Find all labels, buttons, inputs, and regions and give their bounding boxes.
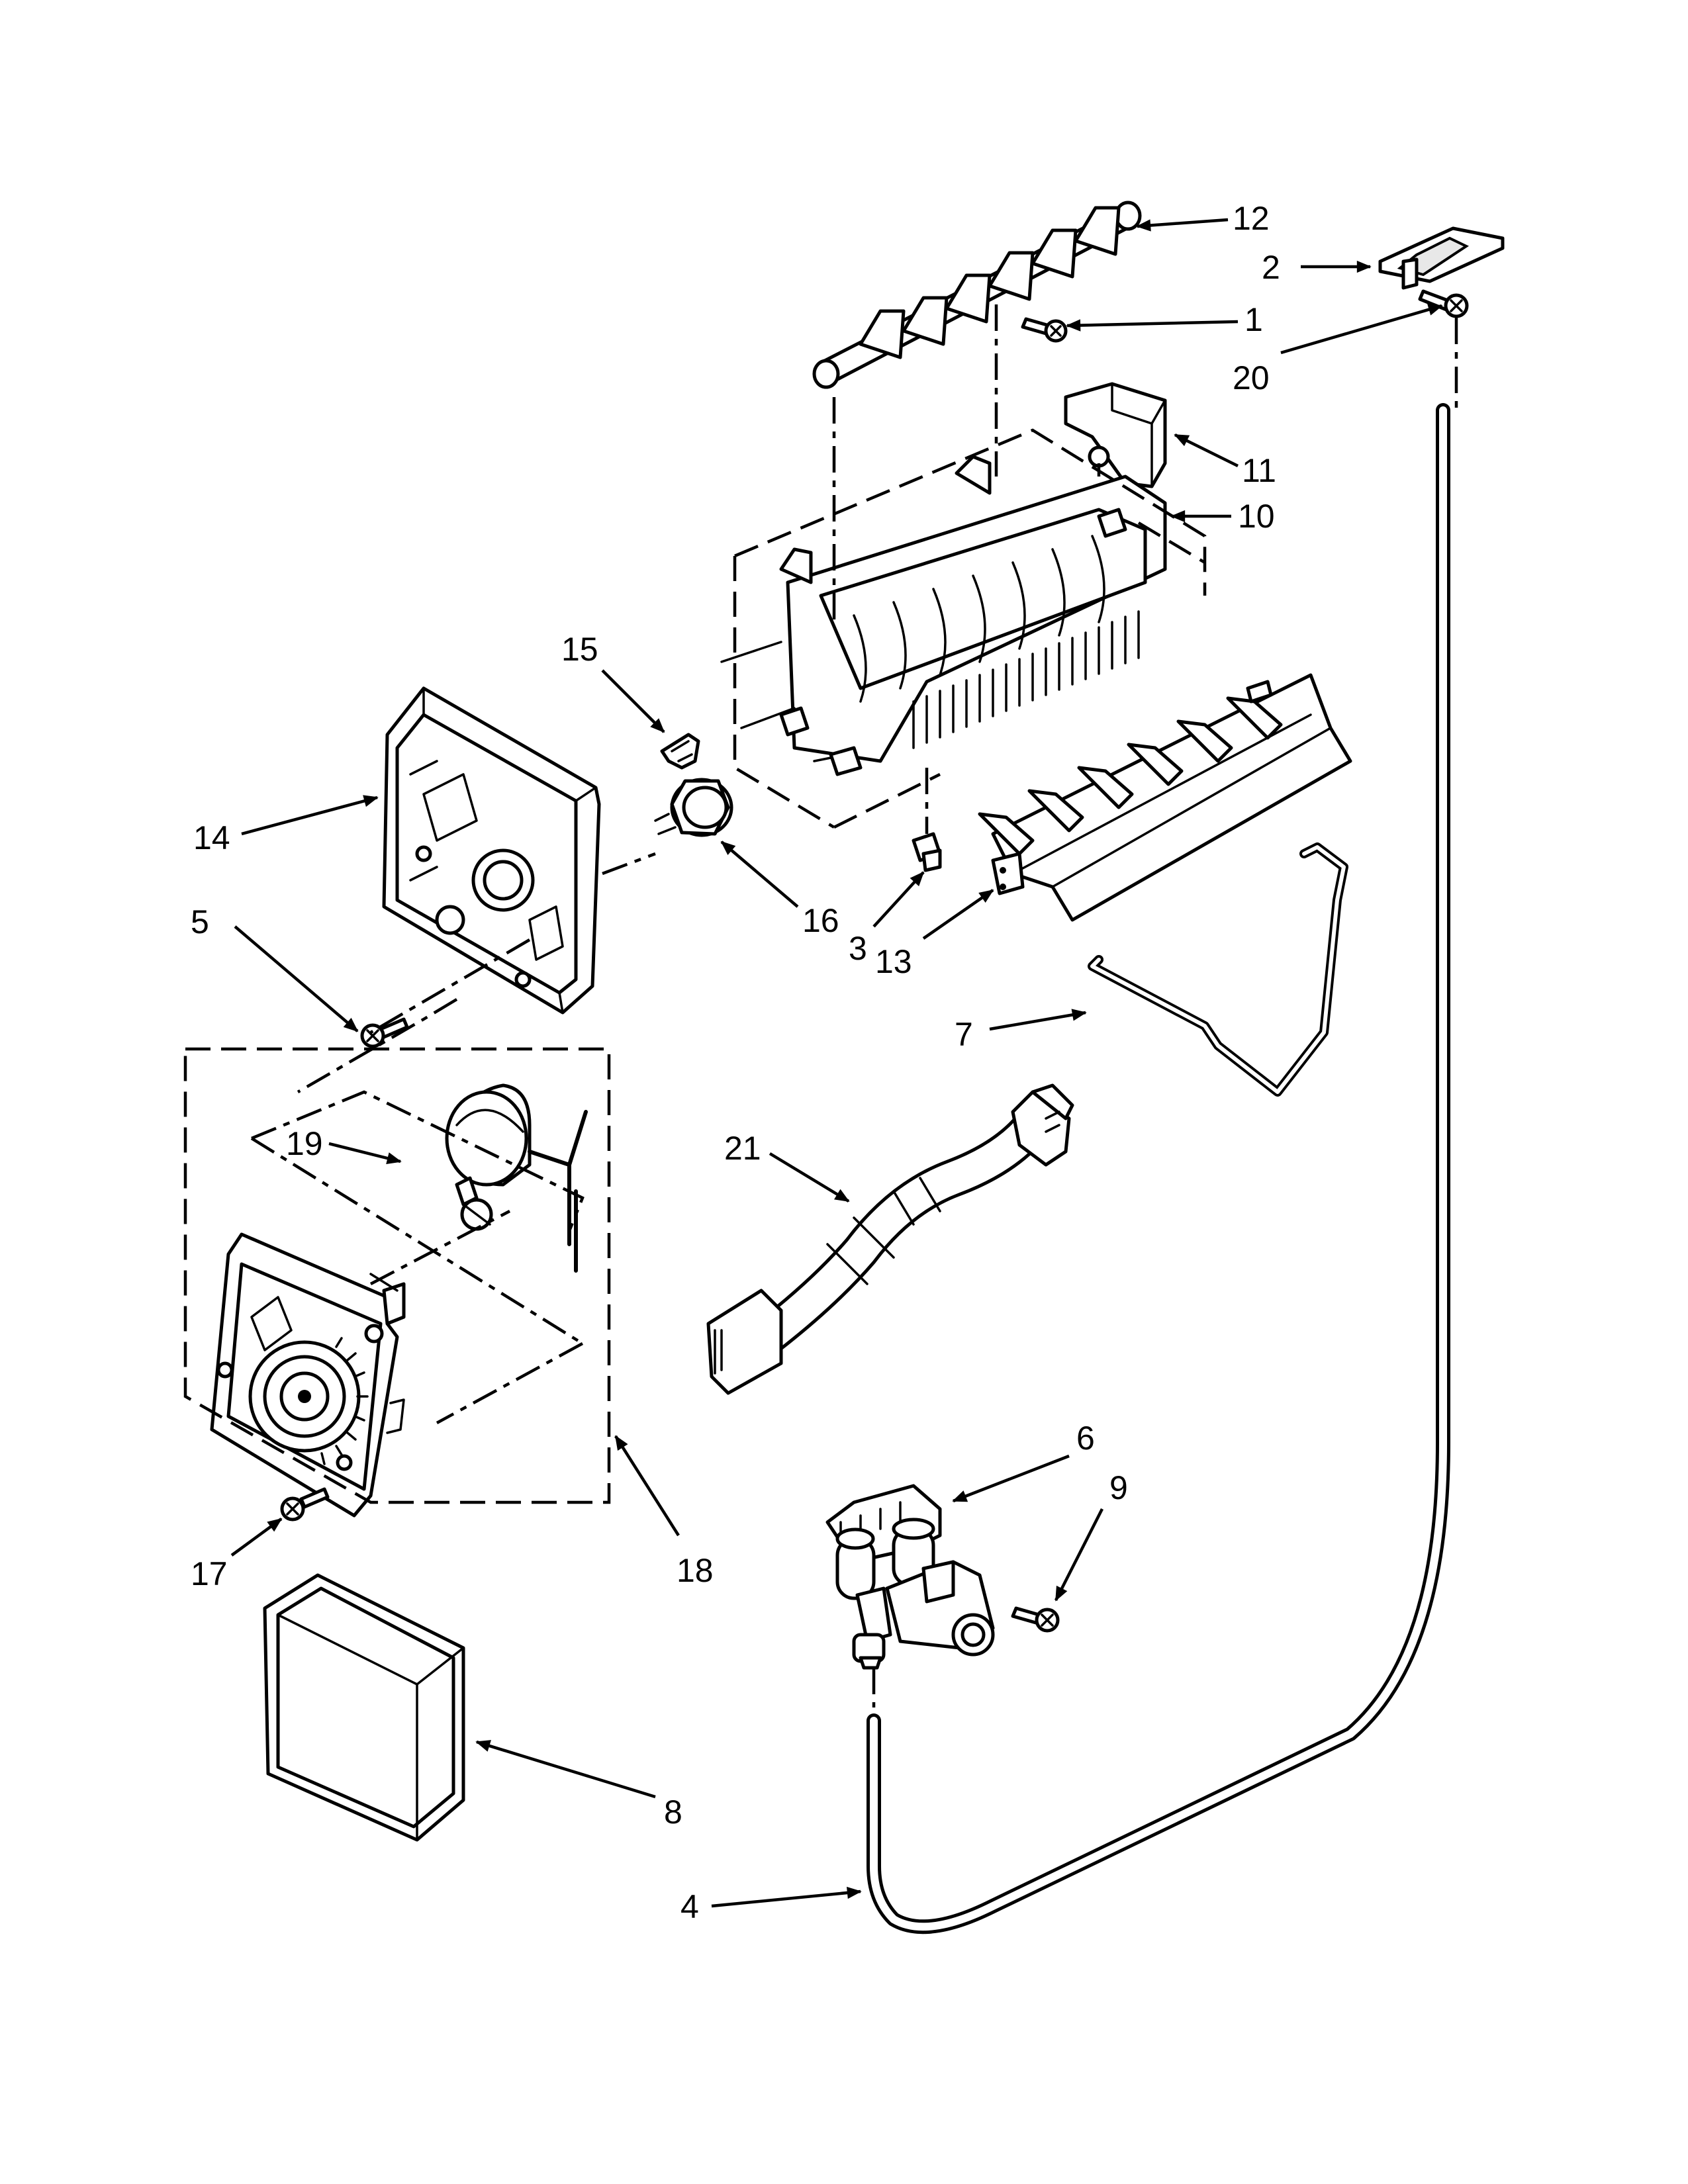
- leader-15: [601, 669, 665, 733]
- part-1-screw: [1021, 317, 1068, 343]
- leader-7: [989, 1009, 1087, 1031]
- leader-12: [1136, 218, 1229, 232]
- part-11-bracket: [1064, 382, 1167, 488]
- part-6-water-valve: [825, 1484, 995, 1670]
- leader-20: [1280, 303, 1443, 355]
- leader-5: [234, 925, 359, 1032]
- leader-3: [872, 871, 925, 928]
- part-14-control-housing: [382, 686, 601, 1015]
- callout-17: 17: [191, 1555, 228, 1592]
- leader-16: [720, 841, 799, 908]
- leader-19: [328, 1142, 402, 1165]
- part-4-water-tube: [867, 403, 1450, 1934]
- callout-16: 16: [802, 902, 839, 939]
- callout-2: 2: [1262, 249, 1280, 286]
- leader-9: [1054, 1508, 1104, 1602]
- leader-17: [230, 1518, 283, 1557]
- callout-12: 12: [1233, 200, 1270, 237]
- part-5-screw: [360, 1017, 409, 1048]
- leader-1: [1066, 319, 1239, 332]
- callout-20: 20: [1233, 359, 1270, 396]
- leader-6: [952, 1454, 1070, 1503]
- callout-leaders: [230, 218, 1443, 1908]
- callout-15: 15: [561, 631, 598, 668]
- callout-9: 9: [1109, 1469, 1128, 1506]
- part-17-screw: [280, 1487, 330, 1522]
- leader-13: [922, 889, 994, 940]
- leader-8: [475, 1740, 656, 1799]
- part-3-clip: [912, 832, 942, 872]
- callout-14: 14: [193, 819, 230, 856]
- callout-numbers: 12 2 1 20 11 10 15 14 16 3 13 5 7 19 21 …: [191, 200, 1280, 1925]
- part-16-thermostat: [654, 778, 733, 837]
- callout-11: 11: [1242, 452, 1276, 489]
- part-7-shutoff-arm: [1088, 842, 1348, 1097]
- leader-11: [1174, 433, 1239, 468]
- callout-18: 18: [677, 1552, 714, 1589]
- part-10-ice-mold: [720, 455, 1167, 776]
- part-12-ejector: [812, 201, 1142, 389]
- leader-4: [711, 1886, 862, 1908]
- part-13-stripper: [978, 673, 1352, 922]
- callout-8: 8: [664, 1794, 682, 1831]
- part-21-wire-harness: [706, 1083, 1074, 1395]
- callout-21: 21: [724, 1130, 761, 1167]
- callout-5: 5: [191, 903, 209, 940]
- part-8-cover: [263, 1573, 465, 1842]
- callout-19: 19: [286, 1125, 323, 1162]
- callout-10: 10: [1238, 498, 1275, 535]
- assembly-guide-lines: [183, 304, 1458, 1707]
- part-19-motor: [445, 1083, 588, 1273]
- callout-1: 1: [1244, 301, 1263, 338]
- leader-21: [769, 1152, 850, 1203]
- part-20-screw: [1418, 289, 1469, 318]
- part-2-bracket: [1378, 226, 1505, 290]
- callout-7: 7: [955, 1016, 973, 1053]
- leader-18: [614, 1435, 680, 1537]
- callout-6: 6: [1076, 1420, 1095, 1457]
- part-9-screw: [1011, 1606, 1060, 1633]
- part-15-clip: [660, 733, 700, 770]
- callout-13: 13: [875, 943, 912, 980]
- callout-4: 4: [680, 1888, 699, 1925]
- leader-14: [241, 795, 379, 836]
- part-18-drive-assembly: [210, 1232, 406, 1518]
- callout-3: 3: [849, 930, 867, 967]
